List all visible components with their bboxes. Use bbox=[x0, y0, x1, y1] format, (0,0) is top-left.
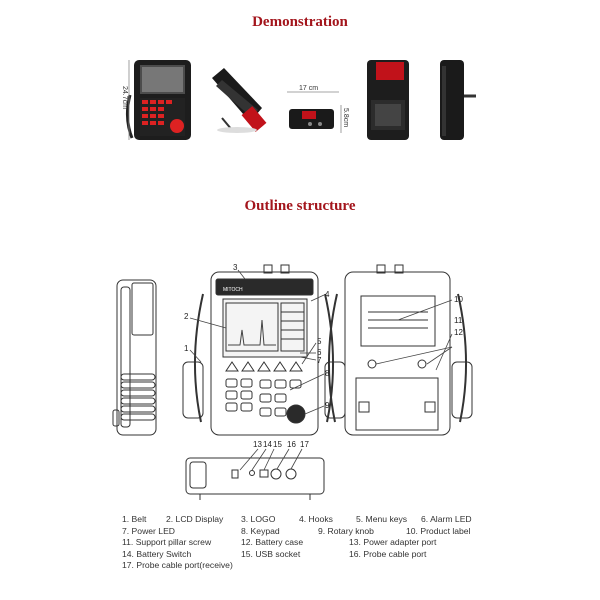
callout-3: 3 bbox=[233, 263, 238, 272]
back-view-drawing bbox=[328, 264, 473, 436]
legend-item-power-adapter-port: 13. Power adapter port bbox=[349, 537, 437, 548]
callout-numbers: 1 2 3 4 5 6 7 8 9 10 11 12 13 14 15 16 1… bbox=[184, 263, 463, 449]
callout-1: 1 bbox=[184, 344, 189, 353]
legend-item-belt: 1. Belt bbox=[122, 514, 147, 524]
width-dimension-label: 17 cm bbox=[299, 85, 318, 92]
callout-10: 10 bbox=[454, 295, 463, 304]
leader-lines bbox=[189, 269, 453, 471]
photo-front-view bbox=[125, 60, 191, 140]
legend-item-product-label: 10. Product label bbox=[406, 525, 471, 536]
callout-16: 16 bbox=[287, 440, 296, 449]
photo-back-view bbox=[367, 60, 409, 140]
device-brand-logo: MITOCH bbox=[223, 287, 243, 293]
outline-structure-title: Outline structure bbox=[244, 198, 356, 214]
bottom-view-drawing bbox=[185, 457, 325, 500]
callout-12: 12 bbox=[454, 328, 463, 337]
front-view-drawing bbox=[182, 264, 346, 436]
legend-item-rotary-knob: 9. Rotary knob bbox=[318, 525, 374, 536]
callout-5: 5 bbox=[317, 337, 322, 346]
height-dimension-label: 24.7cm bbox=[121, 86, 128, 109]
legend-item-battery-case: 12. Battery case bbox=[241, 537, 304, 548]
callout-7: 7 bbox=[317, 356, 322, 365]
callout-8: 8 bbox=[325, 369, 330, 378]
photo-top-view bbox=[289, 109, 334, 129]
legend-item-alarm-led: 6. Alarm LED bbox=[421, 514, 472, 524]
side-view-drawing bbox=[112, 279, 157, 436]
callout-17: 17 bbox=[300, 440, 309, 449]
callout-14: 14 bbox=[263, 440, 272, 449]
legend-item-battery-switch: 14. Battery Switch bbox=[122, 548, 192, 559]
demonstration-title: Demonstration bbox=[252, 14, 348, 30]
depth-dimension-label: 5.8cm bbox=[342, 108, 349, 127]
legend-item-probe-cable-port: 16. Probe cable port bbox=[349, 548, 427, 559]
legend-item-support-pillar-screw: 11. Support pillar screw bbox=[122, 537, 212, 548]
callout-15: 15 bbox=[273, 440, 282, 449]
photo-side-view bbox=[212, 68, 267, 133]
legend-item-menu-keys: 5. Menu keys bbox=[356, 514, 408, 524]
callout-9: 9 bbox=[325, 401, 330, 410]
legend-item-hooks: 4. Hooks bbox=[299, 514, 333, 524]
photo-profile-view bbox=[440, 60, 476, 140]
legend-item-usb-socket: 15. USB socket bbox=[241, 548, 301, 559]
callout-6: 6 bbox=[317, 348, 322, 357]
legend-item-lcd-display: 2. LCD Display bbox=[166, 514, 224, 524]
callout-2: 2 bbox=[184, 312, 189, 321]
legend-item-power-led: 7. Power LED bbox=[122, 525, 176, 536]
legend-item-logo: 3. LOGO bbox=[241, 514, 276, 524]
callout-11: 11 bbox=[454, 316, 463, 325]
callout-4: 4 bbox=[325, 290, 330, 299]
callout-13: 13 bbox=[253, 440, 262, 449]
legend-item-probe-cable-port-receive: 17. Probe cable port(receive) bbox=[122, 560, 233, 571]
legend-item-keypad: 8. Keypad bbox=[241, 525, 280, 536]
